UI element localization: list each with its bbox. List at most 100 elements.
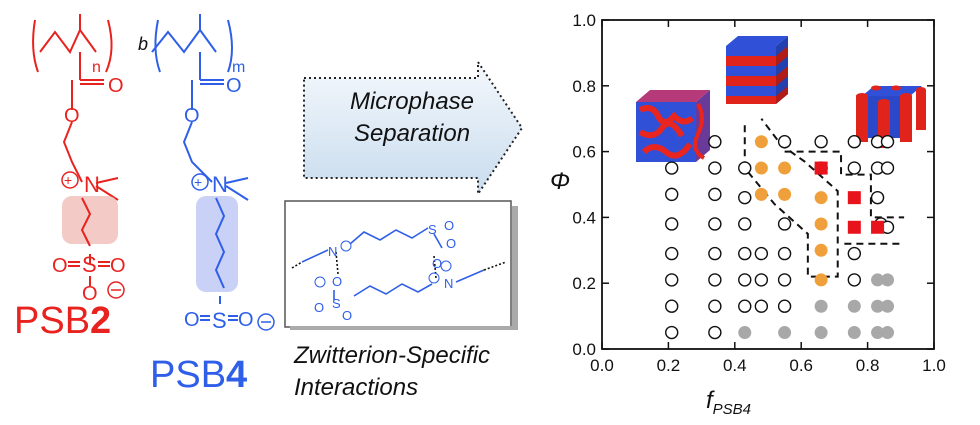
y-axis-label: Φ (550, 168, 571, 195)
arrow-caption-line1: Microphase (349, 88, 475, 115)
open-circle-point (777, 273, 792, 287)
psb2-label-number: 2 (90, 300, 112, 342)
psb4-nitrogen: N (212, 172, 228, 197)
psb4-structure (151, 14, 249, 304)
open-circle-point (708, 187, 722, 202)
psb2-o-bottom: O (82, 283, 98, 305)
psb2-carbonyl-o: O (108, 75, 124, 97)
psb4-sulfonate: S O O (184, 308, 275, 333)
open-circle-point (847, 135, 862, 149)
x-tick-label: 1.0 (922, 356, 946, 375)
open-circle-point (847, 161, 862, 175)
open-circle-point (708, 161, 722, 175)
zwitterion-caption-line2: Interactions (294, 374, 419, 401)
propyl-spacer-highlight (62, 196, 118, 244)
open-circle-point (665, 161, 679, 175)
open-circle-point (738, 190, 752, 205)
svg-text:N: N (328, 244, 337, 259)
x-axis-label-main: f (706, 387, 713, 414)
gray-circle-point (881, 273, 895, 287)
open-circle-point (708, 273, 722, 287)
svg-text:O: O (342, 308, 352, 323)
open-circle-point (754, 299, 769, 313)
orange-circle-point (778, 161, 792, 175)
red-square-point (814, 161, 828, 175)
open-circle-point (708, 135, 722, 149)
orange-circle-point (814, 273, 828, 287)
y-tick-label: 0.8 (572, 77, 596, 96)
open-circle-point (754, 273, 769, 287)
plot-frame (601, 19, 935, 350)
y-tick-label: 1.0 (572, 11, 596, 30)
svg-text:O: O (444, 218, 454, 233)
red-square-point (847, 191, 861, 205)
open-circle-point (777, 135, 792, 149)
gray-circle-point (881, 326, 895, 340)
open-circle-point (777, 246, 792, 261)
orange-circle-point (754, 161, 768, 175)
psb4-plus-charge (191, 173, 209, 191)
psb2-label-prefix: PSB (14, 300, 91, 342)
svg-text:O: O (332, 274, 342, 289)
gray-circle-point (871, 326, 885, 340)
gray-circle-point (871, 299, 885, 313)
open-circle-point (665, 217, 679, 231)
open-circle-point (738, 273, 752, 287)
gray-circle-point (814, 299, 828, 313)
y-tick-label: 0.6 (572, 143, 596, 162)
open-circle-point (880, 135, 895, 149)
psb2-structure (32, 14, 119, 286)
open-circle-point (814, 135, 828, 149)
psb4-m-subscript: m (232, 59, 245, 76)
svg-text:O: O (184, 309, 200, 331)
gray-circle-point (738, 326, 752, 340)
svg-text:O: O (446, 236, 456, 251)
psb2-o-right: O (110, 255, 126, 277)
gray-circle-point (847, 326, 861, 340)
psb2-n-subscript: n (92, 59, 101, 76)
orange-circle-point (778, 187, 792, 201)
orange-circle-point (814, 217, 828, 231)
open-circle-point (708, 325, 722, 340)
gray-circle-point (778, 326, 792, 340)
psb4-label-prefix: PSB (150, 354, 227, 396)
psb2-plus-charge (61, 171, 79, 189)
open-circle-point (880, 161, 895, 175)
open-circle-point (754, 246, 769, 261)
psb4-plus-sign: + (194, 174, 202, 190)
orange-circle-point (754, 135, 768, 149)
open-circle-point (738, 299, 752, 313)
open-circle-point (665, 299, 679, 313)
open-circle-point (847, 273, 862, 287)
block-label: b (138, 34, 148, 54)
bicontinuous-cube-icon (636, 90, 710, 162)
open-circle-point (708, 246, 722, 261)
microphase-arrow (303, 60, 524, 198)
svg-text:S: S (428, 222, 437, 237)
psb4-label: PSB4 (150, 354, 247, 397)
x-tick-label: 0.6 (789, 356, 813, 375)
psb4-atoms: m O O N + (184, 59, 245, 197)
open-circle-point (708, 299, 722, 313)
phase-boundary (743, 118, 839, 278)
svg-text:O: O (432, 256, 442, 271)
y-tick-label: 0.0 (572, 340, 596, 359)
svg-text:O: O (238, 309, 254, 331)
open-circle-point (665, 273, 679, 287)
psb2-ester-o: O (64, 105, 80, 127)
y-tick-label: 0.4 (572, 208, 596, 227)
zwitterion-caption-line1: Zwitterion-Specific (294, 342, 491, 369)
open-circle-point (738, 246, 752, 261)
open-circle-point (870, 190, 885, 205)
svg-text:S: S (332, 296, 341, 311)
svg-text:S: S (212, 308, 227, 333)
svg-text:O: O (314, 300, 324, 315)
arrow-caption: Microphase Separation (312, 86, 512, 150)
open-circle-point (665, 246, 679, 261)
gray-circle-point (881, 299, 895, 313)
gray-circle-point (871, 273, 885, 287)
y-tick-label: 0.2 (572, 274, 596, 293)
